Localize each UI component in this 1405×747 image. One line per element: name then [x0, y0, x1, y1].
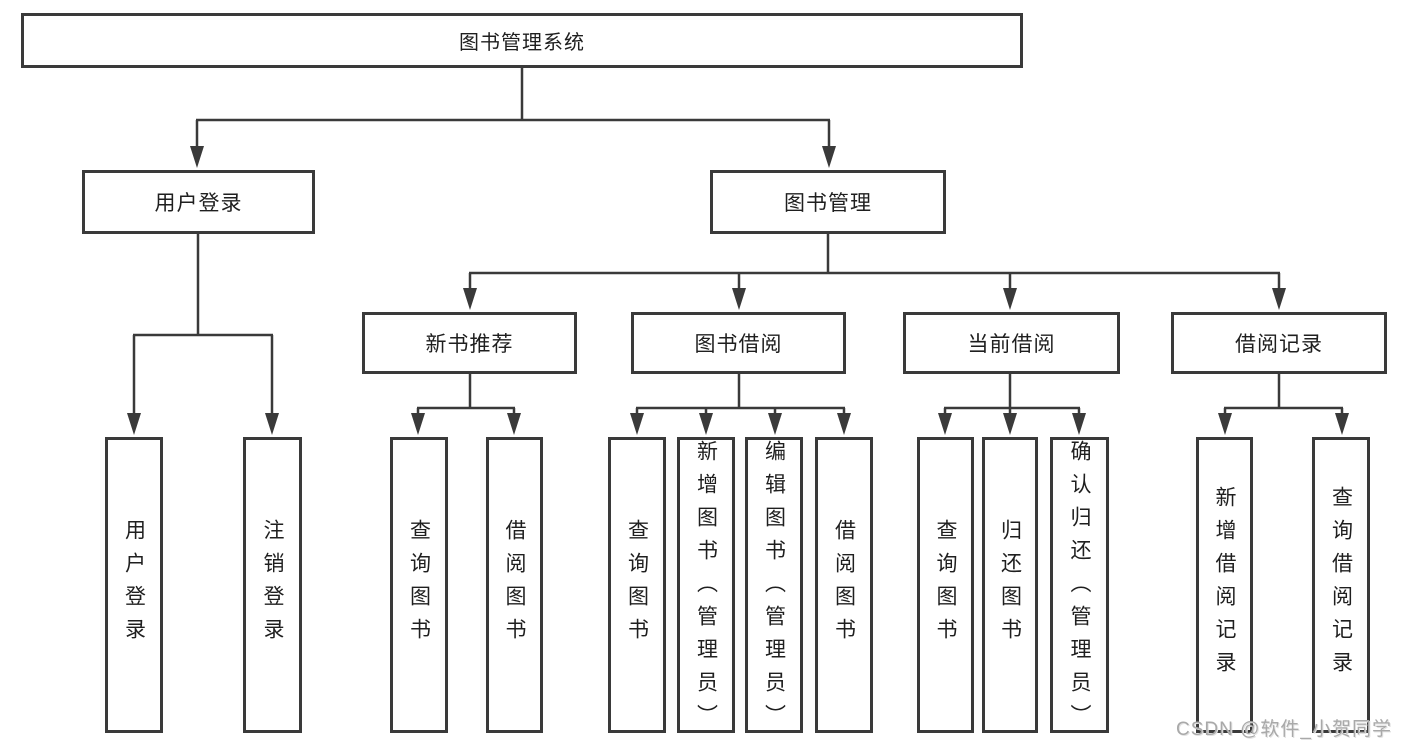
leaf-return-books: 归还图书	[982, 437, 1038, 733]
node-book-borrowing: 图书借阅	[631, 312, 846, 374]
leaf-borrow-books-recommend: 借阅图书	[486, 437, 543, 733]
leaf-query-books-recommend: 查询图书	[390, 437, 448, 733]
node-book-management: 图书管理	[710, 170, 946, 234]
leaf-borrow-books: 借阅图书	[815, 437, 873, 733]
node-user-login: 用户登录	[82, 170, 315, 234]
leaf-edit-books-admin: 编辑图书（管理员）	[745, 437, 803, 737]
node-borrow-records: 借阅记录	[1171, 312, 1387, 374]
node-new-book-recommend: 新书推荐	[362, 312, 577, 374]
leaf-logout: 注销登录	[243, 437, 302, 733]
leaf-user-login: 用户登录	[105, 437, 163, 733]
leaf-add-borrow-record: 新增借阅记录	[1196, 437, 1253, 733]
watermark: CSDN @软件_小贺同学	[1176, 719, 1392, 740]
leaf-query-books-borrowing: 查询图书	[608, 437, 666, 733]
node-library-management-system: 图书管理系统	[21, 13, 1023, 68]
leaf-query-borrow-record: 查询借阅记录	[1312, 437, 1370, 733]
node-current-borrowing: 当前借阅	[903, 312, 1120, 374]
leaf-confirm-return-admin: 确认归还（管理员）	[1050, 437, 1109, 737]
leaf-query-books-current: 查询图书	[917, 437, 974, 733]
arrowheads	[127, 146, 1349, 435]
leaf-add-books-admin: 新增图书（管理员）	[677, 437, 735, 737]
